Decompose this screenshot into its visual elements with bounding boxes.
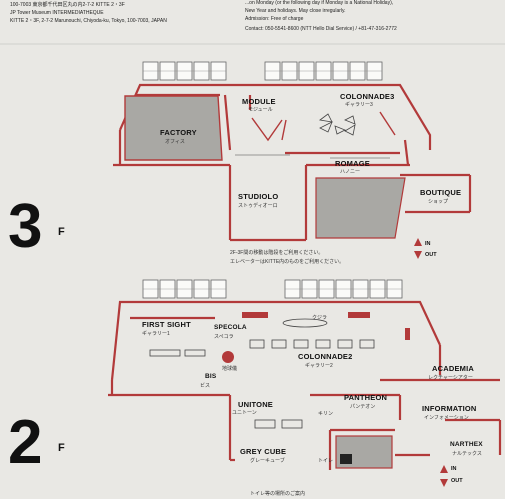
room-grey-cube-sub: グレーキューブ (250, 458, 285, 464)
room-specola-sub: スペコラ (214, 334, 234, 340)
admission-info: Admission: Free of charge (245, 16, 304, 22)
grey-cube-area (335, 435, 393, 469)
restroom-label: トイレ (318, 458, 334, 464)
floor2-walls (108, 300, 502, 470)
room-first-sight-sub: ギャラリー1 (142, 331, 170, 337)
factory-area (124, 95, 223, 161)
module-panels (251, 111, 396, 142)
room-first-sight: FIRST SIGHT (142, 320, 191, 329)
room-pantheon-sub: パンテオン (350, 404, 376, 410)
room-module-sub: モジュール (248, 107, 273, 113)
room-unitone-sub: ユニトーン (232, 410, 257, 416)
stairs-notice-2: エレベーターはKITTE内のものをご利用ください。 (230, 259, 345, 265)
room-colonnade2: COLONNADE2 (298, 352, 353, 361)
room-colonnade2-sub: ギャラリー2 (305, 363, 333, 369)
room-narthex: NARTHEX (450, 441, 483, 448)
room-romage-sub: ハノニー (340, 169, 361, 175)
room-academia-sub: レクチャーシアター (428, 375, 473, 381)
floor2-entrance-out: OUT (451, 478, 463, 484)
floor3-out-arrow (414, 251, 422, 259)
floor2-in-arrow (440, 465, 448, 473)
restroom-icon (340, 454, 352, 464)
closing-days-2: New Year and holidays. May close irregul… (245, 8, 346, 14)
room-unitone: UNITONE (238, 400, 274, 409)
room-pantheon: PANTHEON (344, 393, 388, 402)
floor3-stairs (235, 154, 390, 159)
room-bis-sub: ビス (200, 383, 211, 389)
giraffe-label: キリン (318, 411, 334, 417)
contact-info: Contact: 050-5541-8600 (NTT Hello Dial S… (245, 26, 397, 32)
room-grey-cube: GREY CUBE (240, 447, 287, 456)
room-factory: FACTORY (160, 128, 197, 137)
stairs-notice-1: 2F-3F間の移動は階段をご利用ください。 (230, 250, 324, 256)
room-factory-sub: オフィス (165, 139, 185, 145)
floor2-entrance-in: IN (451, 466, 457, 472)
globe-label: 地球儀 (222, 366, 238, 372)
floor3-in-arrow (414, 238, 422, 246)
address-line-jp: 100-7003 東京都千代田区丸の内2-7-2 KITTE 2・3F (10, 2, 125, 8)
whale-label: クジラ (312, 315, 328, 321)
room-module: MODULE (242, 97, 276, 106)
room-narthex-sub: ナルテックス (452, 451, 482, 457)
museum-name: JP Tower Museum INTERMEDIATHEQUE (10, 10, 104, 16)
room-studiolo-sub: ストゥディオーロ (238, 203, 278, 209)
floor2-number: 2 (8, 408, 43, 477)
room-colonnade3-sub: ギャラリー3 (345, 102, 373, 108)
floor2-suffix: F (58, 442, 65, 454)
room-bis: BIS (205, 373, 217, 380)
room-specola: SPECOLA (214, 324, 247, 331)
room-colonnade3: COLONNADE3 (340, 92, 395, 101)
room-studiolo: STUDIOLO (238, 192, 279, 201)
colonnade3-propellers (319, 113, 356, 136)
romage-area (315, 177, 406, 239)
floor2-display-cases (149, 318, 375, 429)
room-boutique: BOUTIQUE (420, 188, 462, 197)
room-information: INFORMATION (422, 404, 477, 413)
floor3-entrance-in: IN (425, 241, 431, 247)
room-information-sub: インフォメーション (424, 415, 469, 421)
floor3-entrance-out: OUT (425, 252, 437, 258)
floor2-out-arrow (440, 479, 448, 487)
room-boutique-sub: ショップ (428, 199, 449, 205)
room-academia: ACADEMIA (432, 364, 475, 373)
footer-note: トイレ等の場所のご案内 (250, 491, 306, 497)
room-romage: ROMAGE (335, 159, 370, 168)
closing-days: ...on Monday (or the following day if Mo… (245, 0, 394, 6)
floor3-suffix: F (58, 226, 65, 238)
globe-exhibit (222, 351, 234, 363)
floor2-display-panels (242, 312, 410, 340)
floor3-number: 3 (8, 192, 43, 261)
address-line-en: KITTE 2・3F, 2-7-2 Marunouchi, Chiyoda-ku… (10, 18, 167, 24)
